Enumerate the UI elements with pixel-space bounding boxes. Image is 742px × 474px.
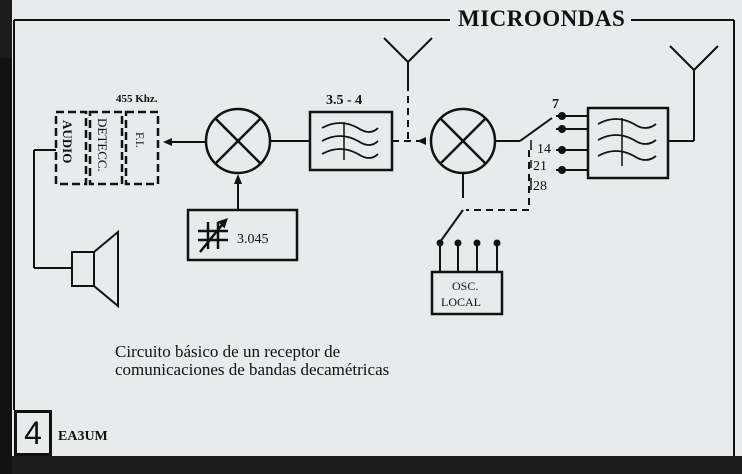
page-title: MICROONDAS [452,5,632,33]
band-label-14: 14 [537,142,551,157]
oscillator-switch [439,173,498,272]
band-label-28: 28 [533,179,547,194]
osc-label-line2: LOCAL [441,295,481,309]
local-oscillator-block [430,270,504,316]
oscillator-contacts [436,239,501,247]
mixer-2 [429,107,497,175]
caption-line-1: Circuito básico de un receptor de [115,342,341,361]
signal-line-mixer1-to-fi [163,138,205,146]
caption-line-2: comunicaciones de bandas decamétricas [115,360,390,379]
audio-label: AUDIO [60,120,75,163]
figure-caption: Circuito básico de un receptor de comuni… [115,343,515,379]
osc-label-line1: OSC. [452,279,478,293]
fi-frequency-label: 455 Khz. [116,93,158,105]
filter-range-label: 3.5 - 4 [326,93,362,108]
audio-block [54,110,88,186]
fi-block [124,110,160,186]
band-selector-contacts [558,112,566,174]
band-label-7: 7 [552,97,559,112]
mixer-1 [204,107,272,175]
antenna-dashed-feed [392,84,420,142]
vfo-frequency-label: 3.045 [237,232,269,247]
bottom-dark-band [12,456,742,474]
author-callsign: EA3UM [58,429,108,444]
fi-label: F.I. [133,132,147,148]
audio-output-line [33,149,72,269]
bandpass-filter-1 [308,110,394,172]
left-dark-stripe [0,58,12,474]
figure-number: 4 [14,410,52,456]
loudspeaker-icon [71,229,119,309]
signal-line-vfo-to-mixer1 [234,174,242,210]
detector-label: DETECC. [95,118,110,172]
signal-line-to-filter1 [417,137,426,145]
bandpass-filter-2 [586,106,670,180]
diagram-panel [12,0,742,456]
variable-capacitor-icon [198,218,228,253]
antenna-icon-2 [668,45,719,142]
vfo-block [186,208,299,262]
frame [13,19,735,456]
antenna-icon-1 [383,37,433,84]
band-label-21: 21 [533,159,547,174]
detector-block [88,110,124,186]
gang-linkage [466,150,530,211]
